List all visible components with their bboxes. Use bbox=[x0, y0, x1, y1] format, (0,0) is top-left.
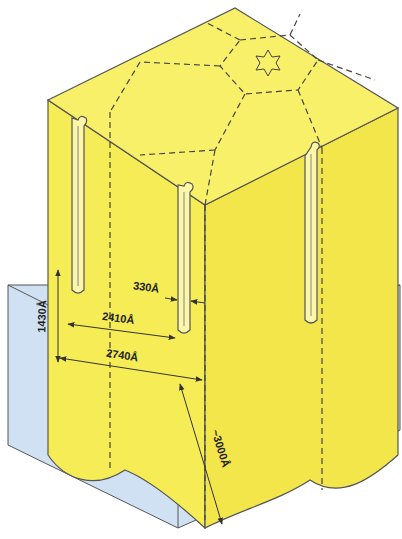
star-symbol bbox=[256, 50, 280, 76]
dimension-label: 1430Å bbox=[35, 298, 49, 335]
hexagonal-pattern bbox=[110, 14, 375, 520]
dimension-line bbox=[58, 270, 222, 524]
block-top-face bbox=[48, 8, 398, 205]
slot bbox=[72, 116, 319, 333]
